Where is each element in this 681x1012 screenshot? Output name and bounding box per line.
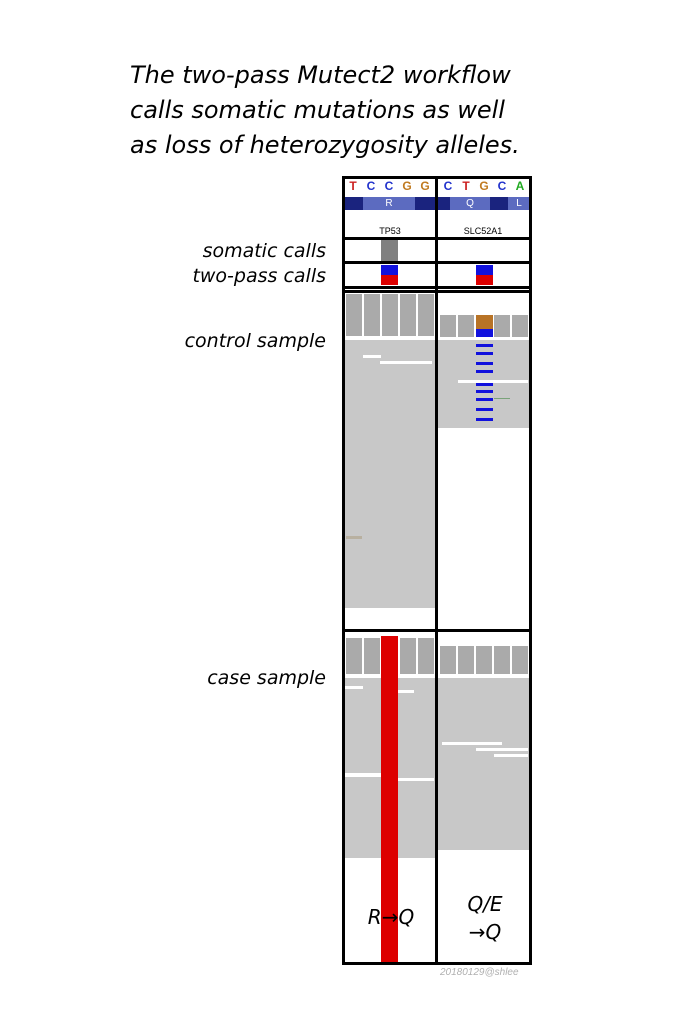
coverage-bar bbox=[512, 315, 528, 337]
ref-base-3: C bbox=[384, 179, 394, 193]
row-divider bbox=[342, 629, 532, 632]
label-case-sample: case sample bbox=[207, 667, 326, 689]
coverage-bar bbox=[400, 294, 416, 336]
aa-label-r: R bbox=[363, 197, 415, 210]
annotation-q-e-to-q: Q/E →Q bbox=[448, 890, 522, 946]
ref-allele-read bbox=[476, 418, 493, 421]
aa-label-q: Q bbox=[450, 197, 490, 210]
aa-track-dark bbox=[438, 197, 450, 210]
read-mismatch bbox=[494, 398, 510, 399]
annotation-r-to-q: R→Q bbox=[367, 905, 415, 929]
gene-label-tp53: TP53 bbox=[379, 226, 401, 236]
coverage-bar bbox=[346, 638, 362, 674]
read-gap bbox=[442, 742, 502, 745]
row-divider bbox=[342, 286, 532, 289]
ref-allele-read bbox=[476, 383, 493, 386]
row-divider bbox=[342, 261, 532, 264]
coverage-bar bbox=[494, 315, 510, 337]
ref-base-4: G bbox=[402, 179, 412, 193]
title-line-3: as loss of heterozygosity alleles. bbox=[130, 131, 520, 159]
figure-title: The two-pass Mutect2 workflow calls soma… bbox=[130, 58, 550, 163]
watermark: 20180129@shlee bbox=[440, 967, 519, 978]
coverage-bar bbox=[440, 646, 456, 674]
column-divider bbox=[435, 176, 438, 965]
coverage-bar bbox=[418, 638, 434, 674]
coverage-bar bbox=[440, 315, 456, 337]
ref-allele-read bbox=[476, 362, 493, 365]
ref-base-2: T bbox=[462, 179, 470, 193]
ref-base-5: A bbox=[515, 179, 525, 193]
annotation-line-2: →Q bbox=[468, 920, 502, 944]
label-two-pass-calls: two-pass calls bbox=[192, 265, 326, 287]
read-gap bbox=[494, 754, 528, 757]
coverage-bar bbox=[458, 646, 474, 674]
label-control-sample: control sample bbox=[184, 330, 326, 352]
coverage-bar bbox=[458, 315, 474, 337]
aa-track-dark bbox=[415, 197, 435, 210]
ref-base-1: T bbox=[349, 179, 357, 193]
read-gap bbox=[398, 690, 414, 693]
two-pass-call-ref bbox=[381, 265, 398, 275]
mutation-column-tp53 bbox=[381, 636, 398, 964]
read-gap bbox=[363, 355, 381, 358]
control-reads-tp53 bbox=[345, 340, 435, 608]
two-pass-call-alt bbox=[381, 275, 398, 285]
coverage-bar bbox=[382, 294, 398, 336]
ref-base-4: C bbox=[497, 179, 507, 193]
read-gap bbox=[458, 380, 528, 383]
somatic-call-tp53 bbox=[381, 240, 398, 262]
ref-allele-read bbox=[476, 390, 493, 393]
ref-allele-read bbox=[476, 344, 493, 347]
two-pass-call-alt bbox=[476, 275, 493, 285]
row-divider bbox=[342, 237, 532, 240]
ref-allele-read bbox=[476, 352, 493, 355]
ref-base-5: G bbox=[420, 179, 430, 193]
ref-allele-read bbox=[476, 408, 493, 411]
read-mismatch bbox=[346, 536, 362, 539]
coverage-bar bbox=[476, 646, 492, 674]
two-pass-call-ref bbox=[476, 265, 493, 275]
ref-base-2: C bbox=[366, 179, 376, 193]
title-line-2: calls somatic mutations as well bbox=[130, 96, 505, 124]
coverage-bar bbox=[512, 646, 528, 674]
label-somatic-calls: somatic calls bbox=[202, 240, 326, 262]
coverage-bar bbox=[400, 638, 416, 674]
read-gap bbox=[345, 686, 363, 689]
aa-label-l: L bbox=[508, 197, 530, 210]
ref-base-3: G bbox=[479, 179, 489, 193]
gene-label-slc52a1: SLC52A1 bbox=[463, 226, 503, 236]
coverage-bar bbox=[346, 294, 362, 336]
aa-track-dark bbox=[345, 197, 363, 210]
coverage-bar bbox=[418, 294, 434, 336]
case-reads-slc52a1 bbox=[438, 678, 530, 850]
ref-allele-read bbox=[476, 398, 493, 401]
ref-allele-read bbox=[476, 370, 493, 373]
coverage-bar bbox=[494, 646, 510, 674]
row-divider bbox=[342, 290, 532, 293]
coverage-het-alt bbox=[476, 315, 493, 329]
ref-base-1: C bbox=[443, 179, 453, 193]
read-gap bbox=[398, 778, 434, 781]
aa-track-dark bbox=[490, 197, 508, 210]
read-gap bbox=[345, 773, 381, 777]
read-gap bbox=[476, 748, 528, 751]
coverage-bar bbox=[364, 638, 380, 674]
annotation-line-1: Q/E bbox=[467, 892, 503, 916]
title-line-1: The two-pass Mutect2 workflow bbox=[130, 61, 511, 89]
read-gap bbox=[380, 361, 432, 364]
coverage-bar bbox=[364, 294, 380, 336]
coverage-het-ref bbox=[476, 329, 493, 337]
